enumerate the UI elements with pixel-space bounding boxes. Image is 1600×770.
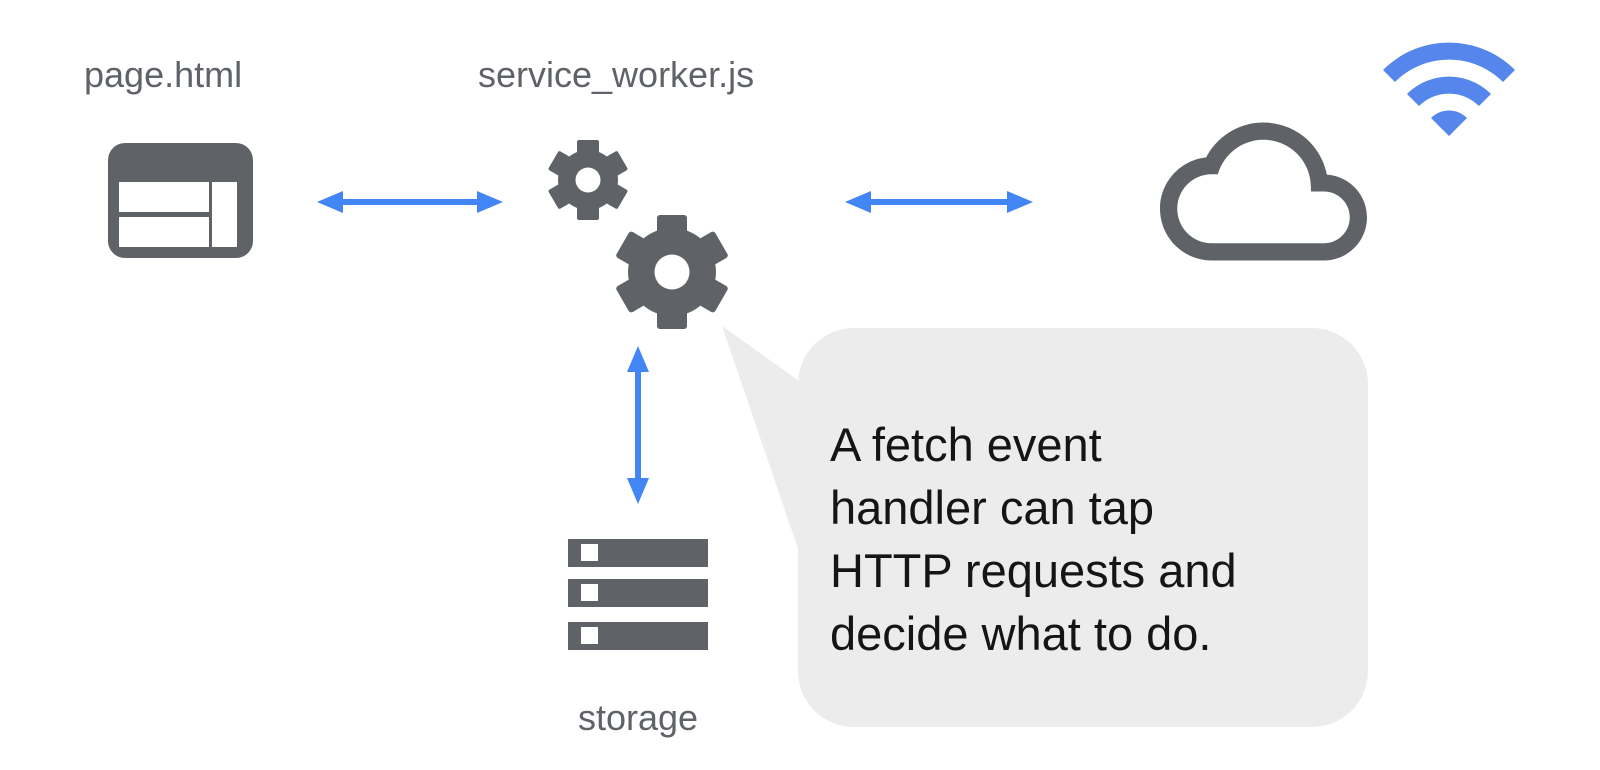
speech-bubble xyxy=(722,326,1368,727)
storage-label: storage xyxy=(577,697,699,738)
bubble-line-1: A fetch event xyxy=(830,418,1102,471)
wifi-icon xyxy=(1383,42,1515,137)
browser-window-icon xyxy=(108,143,253,258)
speech-bubble-text: A fetch event handler can tap HTTP reque… xyxy=(830,413,1350,665)
cloud-icon xyxy=(1160,122,1367,261)
gears-icon xyxy=(548,140,728,329)
arrow-serviceworker-storage xyxy=(627,346,649,504)
arrow-serviceworker-cloud xyxy=(845,191,1033,213)
server-stack-icon xyxy=(568,539,708,650)
bubble-line-4: decide what to do. xyxy=(830,607,1212,660)
arrow-page-serviceworker xyxy=(317,191,503,213)
speech-bubble-tail xyxy=(722,326,812,572)
service-worker-label: service_worker.js xyxy=(478,54,755,95)
page-html-label: page.html xyxy=(84,54,243,95)
bubble-line-2: handler can tap xyxy=(830,481,1155,534)
bubble-line-3: HTTP requests and xyxy=(830,544,1237,597)
